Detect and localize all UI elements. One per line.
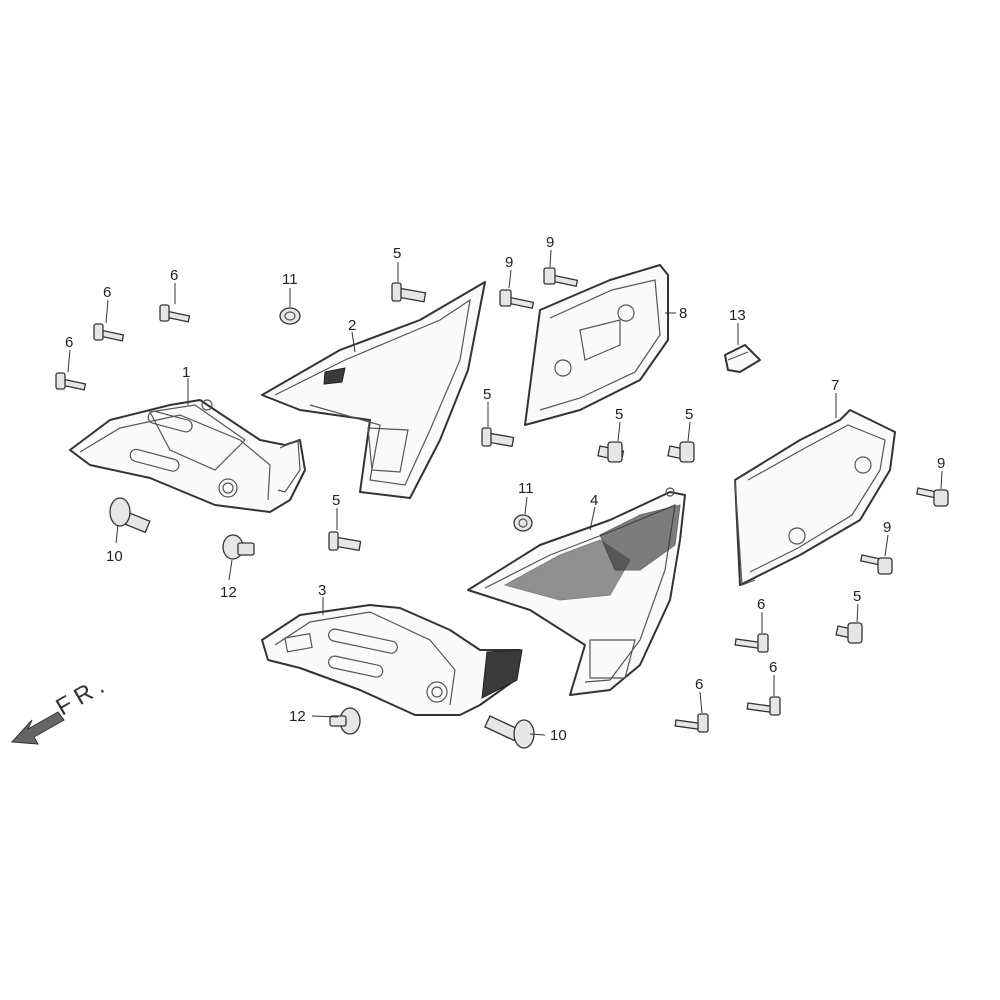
part-4-right-upper-cover [467, 487, 686, 696]
bolt-6-left-low [55, 372, 87, 391]
callout-5-panel-a: 5 [615, 406, 623, 423]
part-13-clip [724, 344, 761, 373]
part-7-right-rear-panel [734, 409, 896, 586]
callout-6-right-b: 6 [769, 659, 777, 676]
callout-9-right-b: 9 [883, 519, 891, 536]
leader-lines [67, 249, 943, 736]
callout-12-bottom: 12 [289, 708, 306, 725]
callout-10-bottom: 10 [550, 727, 567, 744]
callout-12-left: 12 [220, 584, 237, 601]
bolt-6-left-top [159, 304, 191, 323]
grommet-10-left [109, 497, 151, 534]
callout-9-top-a: 9 [505, 254, 513, 271]
callout-labels: 1 2 3 4 5 5 5 5 5 5 6 6 6 6 6 6 7 8 9 9 … [65, 234, 945, 744]
bolt-9-top-a [499, 289, 535, 310]
callout-5-top: 5 [393, 245, 401, 262]
callout-6-left-low: 6 [65, 334, 73, 351]
bolt-9-right-b [859, 554, 893, 575]
fasteners [55, 267, 949, 749]
part-3-right-side-cover [261, 604, 523, 716]
collar-11-top [279, 307, 301, 325]
bolt-5-right [835, 622, 863, 644]
callout-6-left-top: 6 [170, 267, 178, 284]
direction-label: FR. [52, 669, 115, 721]
bolt-5-mid [481, 427, 515, 448]
callout-9-right-a: 9 [937, 455, 945, 472]
callout-5-right: 5 [853, 588, 861, 605]
callout-4: 4 [590, 492, 598, 509]
callout-5-mid: 5 [483, 386, 491, 403]
bolt-5-top [391, 282, 427, 303]
arrow-left-icon [10, 711, 65, 745]
grommet-12-bottom [329, 707, 361, 735]
bolt-9-top-b [543, 267, 579, 288]
callout-6-left-mid: 6 [103, 284, 111, 301]
collar-11-mid [513, 514, 533, 532]
part-8-left-rear-panel [524, 264, 669, 426]
callout-13: 13 [729, 307, 746, 324]
callout-8: 8 [679, 305, 687, 322]
callout-1: 1 [182, 364, 190, 381]
callout-6-right-c: 6 [695, 676, 703, 693]
callout-9-top-b: 9 [546, 234, 554, 251]
grommet-12-left [222, 534, 255, 560]
bolt-5-panel-a [597, 441, 625, 463]
callout-5-low: 5 [332, 492, 340, 509]
callout-6-right-a: 6 [757, 596, 765, 613]
bolt-9-right-a [915, 487, 949, 507]
callout-2: 2 [348, 317, 356, 334]
front-direction-indicator: FR. [10, 669, 115, 745]
callout-3: 3 [318, 582, 326, 599]
bolt-6-right-c [674, 713, 709, 733]
callout-11-top: 11 [282, 271, 298, 288]
part-1-left-side-cover [69, 399, 306, 513]
bolt-6-left-mid [93, 323, 125, 342]
callout-7: 7 [831, 377, 839, 394]
grommet-10-bottom [484, 715, 535, 749]
bolt-6-right-b [746, 696, 781, 716]
part-2-left-upper-cover [261, 281, 486, 499]
callout-5-panel-b: 5 [685, 406, 693, 423]
bolt-5-panel-b [667, 441, 695, 463]
callout-10-left: 10 [106, 548, 123, 565]
callout-11-mid: 11 [518, 480, 534, 497]
bolt-5-low [328, 531, 362, 552]
bolt-6-right-a [734, 633, 769, 653]
